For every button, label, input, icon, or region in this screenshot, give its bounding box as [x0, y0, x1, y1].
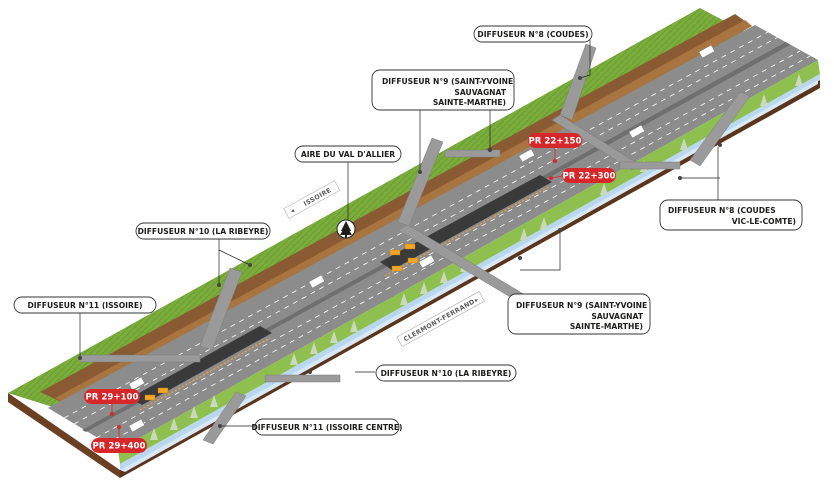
svg-text:PR 22+150: PR 22+150 — [528, 137, 581, 147]
label-diffuseur-8-right: DIFFUSEUR N°8 (COUDES VIC-LE-COMTE) — [659, 199, 803, 231]
barrier-line — [139, 337, 271, 411]
svg-text:SAINTE-MARTHE): SAINTE-MARTHE) — [570, 322, 643, 331]
svg-text:DIFFUSEUR N°10 (LA RIBEYRE): DIFFUSEUR N°10 (LA RIBEYRE) — [381, 369, 512, 378]
label-diffuseur-8-top: DIFFUSEUR N°8 (COUDES) — [473, 25, 593, 43]
sign-issoire: ISSOIRE ◂ — [283, 180, 341, 219]
label-diffuseur-11-top: DIFFUSEUR N°11 (ISSOIRE) — [13, 296, 157, 314]
svg-text:PR 29+400: PR 29+400 — [92, 442, 145, 452]
arrow-left-icon: ◂ — [289, 206, 296, 215]
label-diffuseur-11-bottom: DIFFUSEUR N°11 (ISSOIRE CENTRE) — [252, 418, 403, 436]
svg-text:DIFFUSEUR N°9 (SAINT-YVOINE: DIFFUSEUR N°9 (SAINT-YVOINE — [516, 301, 647, 310]
label-diffuseur-9-top: DIFFUSEUR N°9 (SAINT-YVOINE SAUVAGNAT SA… — [371, 69, 515, 111]
marker-pr-29-100: PR 29+100 — [84, 389, 140, 416]
lane-line — [95, 50, 801, 439]
lane-line — [63, 31, 769, 419]
label-diffuseur-10-top: DIFFUSEUR N°10 (LA RIBEYRE) — [135, 222, 271, 240]
svg-text:DIFFUSEUR N°10 (LA RIBEYRE): DIFFUSEUR N°10 (LA RIBEYRE) — [138, 227, 269, 236]
work-zone-south — [130, 326, 272, 405]
svg-text:SAUVAGNAT: SAUVAGNAT — [591, 312, 643, 321]
svg-text:DIFFUSEUR N°8 (COUDES: DIFFUSEUR N°8 (COUDES — [668, 206, 776, 215]
tree-icon — [336, 219, 356, 239]
construction-machines — [144, 243, 419, 401]
interchange-roads — [79, 43, 751, 445]
svg-text:VIC-LE-COMTE): VIC-LE-COMTE) — [732, 217, 796, 226]
barrier-line — [384, 185, 551, 277]
svg-text:DIFFUSEUR N°11 (ISSOIRE): DIFFUSEUR N°11 (ISSOIRE) — [27, 301, 142, 310]
label-diffuseur-10-bottom: DIFFUSEUR N°10 (LA RIBEYRE) — [375, 364, 517, 382]
marker-pr-22-150: PR 22+150 — [528, 133, 582, 163]
work-zone-north — [380, 175, 552, 270]
label-diffuseur-9-right: DIFFUSEUR N°9 (SAINT-YVOINE SAUVAGNAT SA… — [507, 293, 651, 335]
soil-left-face — [8, 393, 120, 478]
svg-text:DIFFUSEUR N°11 (ISSOIRE CENTRE: DIFFUSEUR N°11 (ISSOIRE CENTRE) — [252, 423, 403, 432]
svg-text:SAUVAGNAT: SAUVAGNAT — [454, 88, 506, 97]
arrow-right-icon: ▸ — [473, 295, 480, 304]
lane-line — [105, 55, 811, 445]
svg-text:PR 29+100: PR 29+100 — [85, 393, 138, 403]
svg-text:PR 22+300: PR 22+300 — [562, 172, 615, 182]
svg-text:AIRE DU VAL D'ALLIER: AIRE DU VAL D'ALLIER — [301, 150, 395, 159]
label-aire-val-allier: AIRE DU VAL D'ALLIER — [294, 145, 402, 163]
marker-pr-22-300: PR 22+300 — [549, 168, 616, 183]
marker-pr-29-400: PR 29+400 — [91, 425, 147, 453]
anchor-dots — [78, 76, 722, 428]
svg-text:DIFFUSEUR N°9 (SAINT-YVOINE: DIFFUSEUR N°9 (SAINT-YVOINE — [382, 77, 513, 86]
tree-row — [150, 74, 803, 440]
svg-text:SAINTE-MARTHE): SAINTE-MARTHE) — [433, 98, 506, 107]
river-wide — [120, 80, 818, 472]
vehicles — [128, 44, 715, 433]
svg-text:DIFFUSEUR N°8 (COUDES): DIFFUSEUR N°8 (COUDES) — [477, 30, 588, 39]
